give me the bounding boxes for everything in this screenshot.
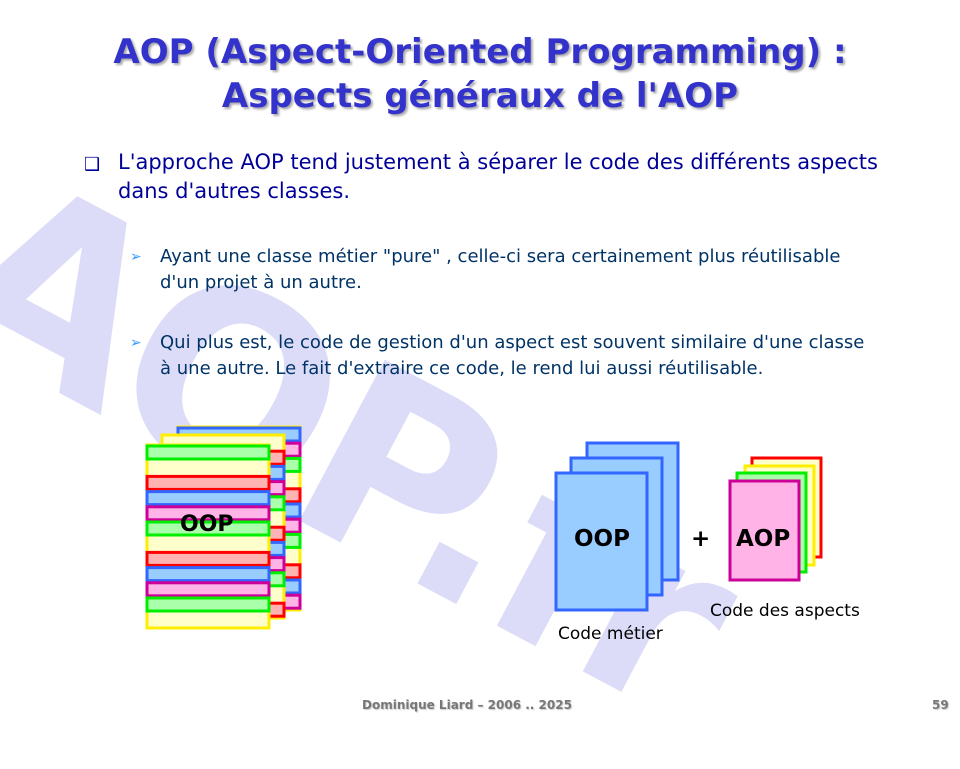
footer-author: Dominique Liard – 2006 .. 2025	[362, 698, 572, 712]
code-stripe	[145, 490, 271, 507]
oop-documents	[554, 441, 680, 612]
sub-bullet-text: Ayant une classe métier "pure" , celle-c…	[160, 246, 841, 293]
main-bullet: ❑ L'approche AOP tend justement à sépare…	[84, 148, 878, 206]
bullet-text: L'approche AOP tend justement à séparer …	[118, 150, 878, 203]
checkbox-bullet-icon: ❑	[84, 154, 101, 175]
code-stripe	[145, 581, 271, 598]
aspect-page	[728, 479, 801, 582]
oop-tangled-stack	[145, 425, 302, 630]
code-metier-label: Code métier	[558, 624, 663, 644]
aop-documents	[728, 456, 823, 582]
code-stripe	[145, 550, 271, 567]
arrow-bullet-icon: ➢	[130, 249, 142, 265]
sub-bullet: ➢ Qui plus est, le code de gestion d'un …	[130, 330, 870, 382]
code-stripe	[145, 505, 271, 522]
page-title: AOP (Aspect-Oriented Programming) : Aspe…	[0, 30, 960, 118]
arrow-bullet-icon: ➢	[130, 335, 142, 351]
code-stripe	[145, 520, 271, 537]
code-aspects-label: Code des aspects	[710, 601, 860, 621]
oop-label: OOP	[574, 526, 630, 552]
sub-bullet: ➢ Ayant une classe métier "pure" , celle…	[130, 244, 870, 296]
oop-stack-label: OOP	[180, 512, 234, 537]
code-stripe	[145, 474, 271, 491]
oop-page	[554, 471, 649, 612]
aop-label: AOP	[736, 526, 791, 552]
code-stripe	[145, 444, 271, 461]
title-line-2: Aspects généraux de l'AOP	[221, 76, 739, 116]
plus-sign: +	[691, 526, 711, 552]
sub-bullet-text: Qui plus est, le code de gestion d'un as…	[160, 332, 865, 379]
diagram	[145, 425, 823, 630]
title-line-1: AOP (Aspect-Oriented Programming) :	[113, 32, 847, 72]
page-number: 59	[932, 698, 949, 712]
code-stripe	[145, 596, 271, 613]
code-stripe	[145, 566, 271, 583]
